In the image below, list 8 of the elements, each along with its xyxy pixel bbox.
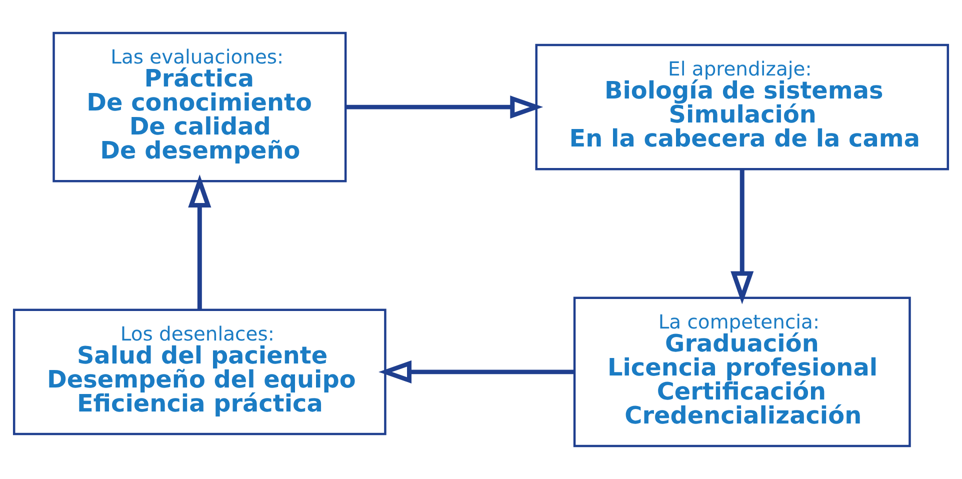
arrow <box>346 96 544 119</box>
node-box: El aprendizaje: Biología de sistemas Simulación En la cabecera de la cama <box>535 44 950 170</box>
arrow <box>188 174 212 310</box>
node-box: Las evaluaciones: Práctica De conocimiento De calidad De desempeño <box>52 32 347 182</box>
arrow <box>730 170 754 304</box>
arrow <box>378 360 575 384</box>
node-box: Los desenlaces: Salud del paciente Desempeño del equipo Eficiencia práctica <box>12 308 386 436</box>
node-box: La competencia: Graduación Licencia profesional Certificación Credencialización <box>573 296 911 448</box>
